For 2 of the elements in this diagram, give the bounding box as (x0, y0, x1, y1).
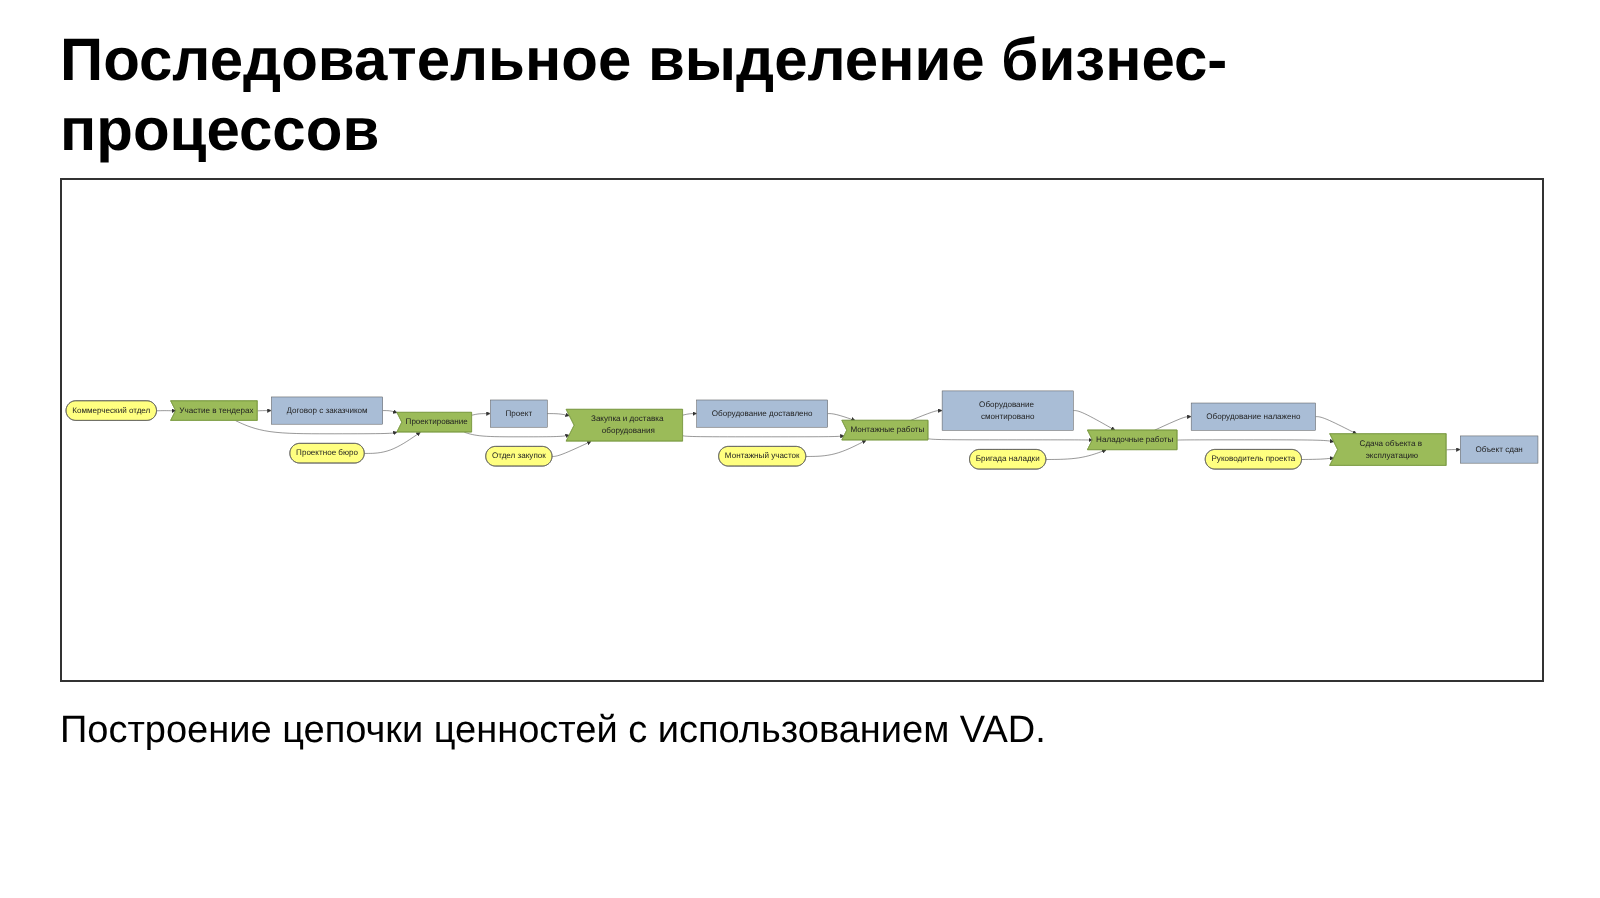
caption: Построение цепочки ценностей с использованием VAD. (60, 710, 1048, 754)
title: Последовательное выделение бизнес-процессов (60, 28, 1230, 166)
